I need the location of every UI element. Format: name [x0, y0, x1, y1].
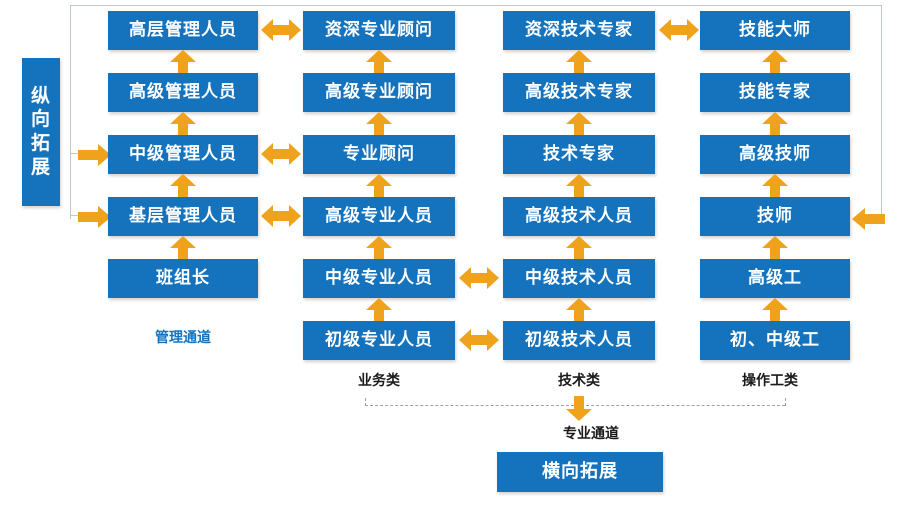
node-business-4[interactable]: 中级专业人员	[303, 259, 455, 298]
uparrow-management-4	[170, 236, 196, 259]
node-management-3[interactable]: 基层管理人员	[108, 197, 258, 236]
vbanner-char-0: 纵	[30, 84, 51, 107]
crossarrow-mgmt-business-row3	[261, 205, 301, 227]
arrow-to-professional-channel	[566, 396, 592, 421]
label-category-technical: 技术类	[558, 373, 600, 389]
vbanner-char-2: 拓	[30, 132, 51, 154]
label-category-business: 业务类	[358, 373, 400, 389]
uparrow-business-2	[366, 112, 392, 135]
node-management-4[interactable]: 班组长	[108, 259, 258, 298]
arrow-into-mid-management	[78, 144, 111, 166]
uparrow-technical-3	[566, 174, 592, 197]
node-business-1[interactable]: 高级专业顾问	[303, 73, 455, 112]
uparrow-technical-1	[566, 50, 592, 73]
vbanner-char-1: 向	[30, 108, 51, 131]
vbanner-char-3: 展	[30, 155, 51, 178]
node-operator-0[interactable]: 技能大师	[700, 11, 850, 50]
node-technical-3[interactable]: 高级技术人员	[503, 197, 655, 236]
connector-left-stub-low	[70, 215, 84, 216]
connector-top-rail	[70, 5, 882, 6]
uparrow-management-3	[170, 174, 196, 197]
connector-left-stub-mid	[70, 153, 84, 154]
node-technical-0[interactable]: 资深技术专家	[503, 11, 655, 50]
uparrow-operator-5	[762, 298, 788, 321]
uparrow-business-5	[366, 298, 392, 321]
uparrow-management-1	[170, 50, 196, 73]
vertical-development-banner: 纵 向 拓 展	[22, 58, 60, 206]
node-operator-3[interactable]: 技师	[700, 197, 850, 236]
uparrow-operator-2	[762, 112, 788, 135]
node-technical-1[interactable]: 高级技术专家	[503, 73, 655, 112]
node-technical-2[interactable]: 技术专家	[503, 135, 655, 174]
label-professional-channel: 专业通道	[563, 426, 619, 442]
node-business-2[interactable]: 专业顾问	[303, 135, 455, 174]
professional-channel-left-tick	[365, 398, 366, 406]
node-management-1[interactable]: 高级管理人员	[108, 73, 258, 112]
node-management-2[interactable]: 中级管理人员	[108, 135, 258, 174]
node-operator-5[interactable]: 初、中级工	[700, 321, 850, 360]
node-technical-5[interactable]: 初级技术人员	[503, 321, 655, 360]
arrow-into-base-management	[78, 206, 111, 228]
label-management-channel: 管理通道	[155, 330, 211, 346]
node-business-0[interactable]: 资深专业顾问	[303, 11, 455, 50]
node-business-5[interactable]: 初级专业人员	[303, 321, 455, 360]
uparrow-technical-2	[566, 112, 592, 135]
horizontal-development-banner: 横向拓展	[497, 452, 663, 492]
arrow-into-technician	[852, 208, 885, 230]
crossarrow-business-technical-row5	[459, 329, 499, 351]
uparrow-business-3	[366, 174, 392, 197]
crossarrow-technical-operator-row0	[659, 19, 699, 41]
uparrow-business-4	[366, 236, 392, 259]
crossarrow-mgmt-business-row0	[261, 19, 301, 41]
uparrow-management-2	[170, 112, 196, 135]
uparrow-operator-1	[762, 50, 788, 73]
node-technical-4[interactable]: 中级技术人员	[503, 259, 655, 298]
node-business-3[interactable]: 高级专业人员	[303, 197, 455, 236]
crossarrow-mgmt-business-row2	[261, 143, 301, 165]
uparrow-operator-3	[762, 174, 788, 197]
label-category-operator: 操作工类	[742, 373, 798, 389]
connector-right-drop	[881, 5, 882, 218]
uparrow-technical-4	[566, 236, 592, 259]
node-management-0[interactable]: 高层管理人员	[108, 11, 258, 50]
crossarrow-business-technical-row4	[459, 267, 499, 289]
node-operator-2[interactable]: 高级技师	[700, 135, 850, 174]
professional-channel-right-tick	[785, 398, 786, 406]
node-operator-1[interactable]: 技能专家	[700, 73, 850, 112]
node-operator-4[interactable]: 高级工	[700, 259, 850, 298]
uparrow-technical-5	[566, 298, 592, 321]
uparrow-business-1	[366, 50, 392, 73]
connector-left-drop	[70, 5, 71, 219]
uparrow-operator-4	[762, 236, 788, 259]
